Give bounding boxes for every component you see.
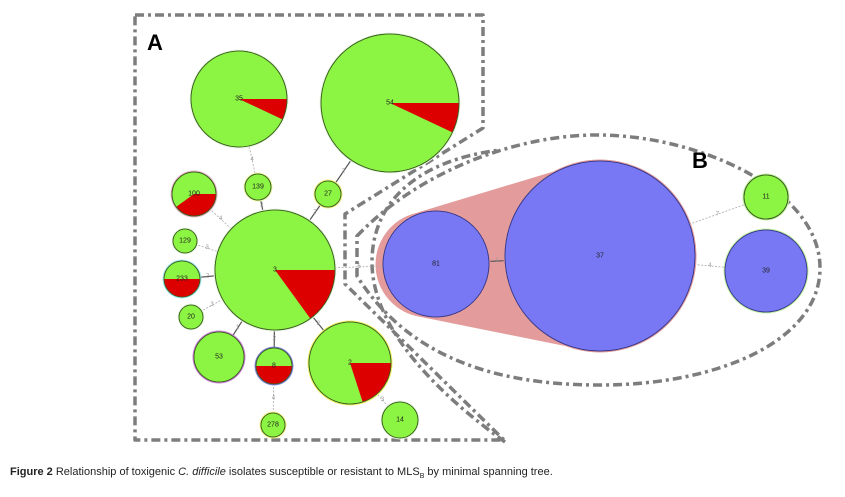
edge-label: 2: [206, 274, 210, 280]
node-53[interactable]: 53: [192, 330, 246, 384]
node-label: 27: [324, 191, 332, 198]
edge-label: 4: [272, 395, 276, 401]
node-label: 20: [187, 314, 195, 321]
node-ring: [163, 260, 201, 298]
edge-label: 3: [205, 245, 209, 251]
panel-b-inner-outline: [370, 148, 507, 444]
node-label: 233: [176, 276, 188, 283]
node-3[interactable]: 3: [213, 208, 337, 332]
edge-label: 1: [236, 325, 240, 331]
edge-label: 4: [708, 263, 712, 269]
node-ring: [190, 50, 288, 148]
node-278[interactable]: 278: [259, 411, 287, 439]
edge-label: 7: [716, 211, 720, 217]
node-37[interactable]: 37: [503, 159, 697, 353]
caption-text-middle: isolates susceptible or resistant to MLS: [228, 466, 420, 478]
node-label: 278: [267, 422, 279, 429]
node-ring: [382, 210, 490, 318]
node-label: 2: [348, 360, 352, 367]
node-ring: [214, 209, 336, 331]
node-ring: [255, 347, 293, 385]
node-11[interactable]: 11: [742, 173, 790, 221]
node-39[interactable]: 39: [723, 228, 809, 314]
node-100[interactable]: 100: [170, 170, 218, 218]
node-label: 100: [188, 191, 200, 198]
node-label: 14: [396, 417, 404, 424]
node-14[interactable]: 14: [380, 400, 420, 440]
node-ring: [308, 321, 392, 405]
node-label: 139: [252, 184, 264, 191]
node-ring: [320, 33, 460, 173]
node-ring: [743, 174, 789, 220]
resistant-slice: [275, 270, 335, 319]
node-label: 53: [215, 354, 223, 361]
node-label: 129: [179, 238, 191, 245]
panel-b-label: B: [692, 148, 708, 173]
node-20[interactable]: 20: [177, 303, 205, 331]
edge-label: 1: [495, 258, 499, 264]
caption-text-after: by minimal spanning tree.: [427, 466, 553, 478]
edge-label: 2: [313, 210, 317, 216]
minimum-spanning-tree-figure: 4 2 2 2 4 3 2 3 1 2 2 4 3 6 1 7 4 35 54 100 139 27 129 233 3 20 5…: [133, 13, 822, 444]
node-ring: [172, 228, 198, 254]
node-ring: [724, 229, 808, 313]
edge-label: 6: [357, 264, 361, 270]
panel-a-outline: [133, 13, 506, 442]
node-label: 39: [762, 268, 770, 275]
node-label: 35: [235, 96, 243, 103]
node-ring: [171, 171, 217, 217]
node-ring: [314, 180, 342, 208]
caption-subscript: B: [419, 473, 425, 481]
resistant-slice: [164, 279, 200, 297]
resistant-slice: [239, 99, 287, 120]
node-ring: [193, 331, 245, 383]
edge-label: 2: [273, 336, 277, 342]
edge-label: 2: [317, 321, 321, 327]
node-139[interactable]: 139: [243, 172, 273, 202]
panel-a-label: A: [147, 30, 163, 55]
node-ring: [260, 412, 286, 438]
node-label: 11: [762, 194, 769, 201]
edge-label: 2: [260, 202, 264, 208]
node-label: 3: [273, 267, 277, 274]
edge-label: 4: [251, 157, 255, 163]
node-54[interactable]: 54: [319, 32, 461, 174]
node-ring: [244, 173, 272, 201]
caption-figure-number: Figure 2: [10, 466, 53, 478]
figure-caption: Figure 2 Relationship of toxigenic C. di…: [10, 466, 553, 480]
node-label: 81: [432, 261, 440, 268]
node-2[interactable]: 2: [307, 320, 393, 406]
node-ring: [504, 160, 696, 352]
caption-text-before: Relationship of toxigenic: [55, 466, 176, 478]
panel-b-outline: [355, 133, 822, 387]
resistant-slice: [176, 194, 216, 217]
edge-label: 4: [219, 216, 223, 222]
edge-label: 2: [342, 169, 346, 175]
edge-label: 3: [381, 397, 385, 403]
resistant-slice: [256, 366, 292, 384]
resistant-slice: [390, 103, 459, 133]
node-27[interactable]: 27: [313, 179, 343, 209]
node-label: 8: [272, 363, 276, 370]
node-ring: [381, 401, 419, 439]
node-ring: [178, 304, 204, 330]
resistant-slice: [350, 363, 391, 402]
node-233[interactable]: 233: [162, 259, 202, 299]
node-8[interactable]: 8: [254, 346, 294, 386]
edge-label: 3: [210, 302, 214, 308]
node-129[interactable]: 129: [171, 227, 199, 255]
caption-species: C. difficile: [178, 466, 226, 478]
node-35[interactable]: 35: [189, 49, 289, 149]
node-81[interactable]: 81: [381, 209, 491, 319]
node-label: 54: [386, 100, 394, 107]
node-label: 37: [596, 253, 604, 260]
